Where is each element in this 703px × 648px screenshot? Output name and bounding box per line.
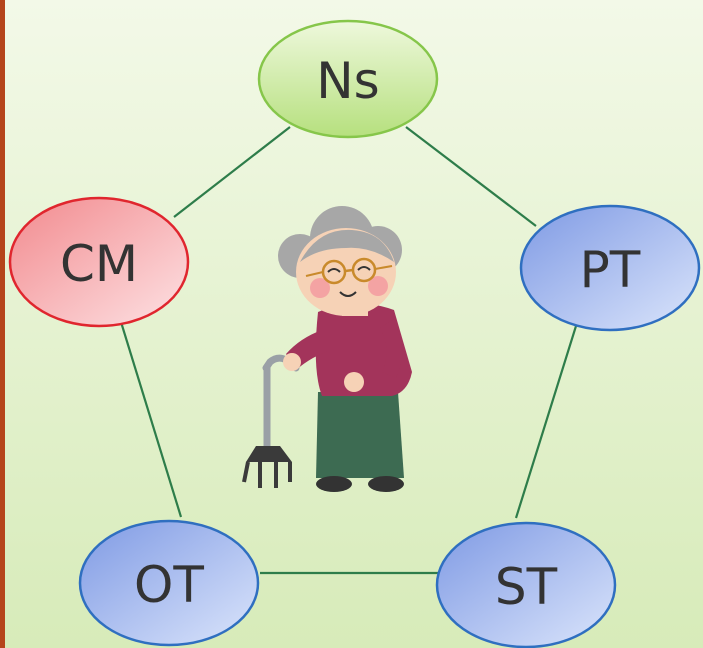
node-ns-shape xyxy=(257,19,439,139)
edge-pt-st xyxy=(514,325,578,519)
node-cm: CM xyxy=(8,196,190,328)
node-cm-label: CM xyxy=(60,235,138,293)
left-border xyxy=(0,0,5,648)
node-ns: Ns xyxy=(257,19,439,139)
node-st-label: ST xyxy=(495,558,558,616)
edge-ns-pt xyxy=(405,126,537,227)
node-pt-label: PT xyxy=(580,241,641,299)
node-ot-shape xyxy=(78,519,260,647)
edge-cm-ns xyxy=(173,126,291,218)
node-pt-shape xyxy=(519,204,701,332)
node-cm-shape xyxy=(8,196,190,328)
node-ns-label: Ns xyxy=(316,52,379,110)
edges xyxy=(119,126,578,575)
elderly-person-with-cane-icon xyxy=(242,206,412,492)
edge-ot-cm xyxy=(119,321,183,518)
node-pt: PT xyxy=(519,204,701,332)
node-st-shape xyxy=(435,521,617,648)
node-st: ST xyxy=(435,521,617,648)
node-ot: OT xyxy=(78,519,260,647)
node-ot-label: OT xyxy=(134,556,204,614)
